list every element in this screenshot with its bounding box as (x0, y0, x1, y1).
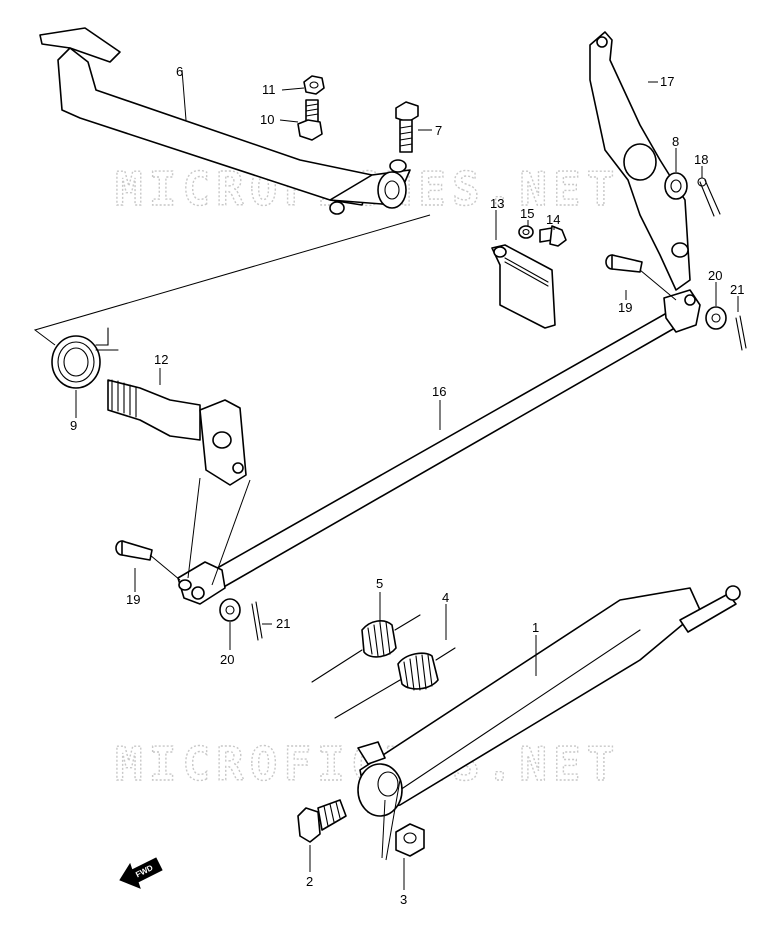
callout-12: 12 (154, 352, 168, 367)
callout-21b: 21 (276, 616, 290, 631)
forward-direction-marker: FWD (119, 857, 163, 889)
pin-part-19-upper (605, 254, 643, 273)
callout-17: 17 (660, 74, 674, 89)
callout-5: 5 (376, 576, 383, 591)
cotter-pin-part-21-upper (735, 315, 747, 351)
callout-8: 8 (672, 134, 679, 149)
callout-4: 4 (442, 590, 449, 605)
callout-2: 2 (306, 874, 313, 889)
callout-18: 18 (694, 152, 708, 167)
callout-16: 16 (432, 384, 446, 399)
spring-part-5 (311, 614, 421, 683)
return-spring-part-9 (51, 327, 119, 389)
callout-7: 7 (435, 123, 442, 138)
brake-pedal-part-6 (39, 27, 411, 215)
nut-part-11 (303, 75, 325, 95)
bolt-part-2 (297, 799, 347, 843)
assembly-lines (33, 69, 739, 890)
callout-6: 6 (176, 64, 183, 79)
callout-10: 10 (260, 112, 274, 127)
callout-20b: 20 (220, 652, 234, 667)
bolt-part-7 (395, 101, 419, 153)
callout-19b: 19 (126, 592, 140, 607)
spring-part-4 (334, 647, 456, 719)
washer-part-20-upper (705, 306, 727, 330)
bolt-part-10 (297, 99, 323, 141)
callout-labels: 6 11 10 7 17 8 18 13 15 14 20 21 19 12 1… (70, 64, 744, 907)
callout-20a: 20 (708, 268, 722, 283)
cotter-pin-part-21-lower (251, 601, 263, 641)
callout-1: 1 (532, 620, 539, 635)
callout-21a: 21 (730, 282, 744, 297)
washer-part-8 (664, 172, 688, 200)
callout-15: 15 (520, 206, 534, 221)
callout-11: 11 (262, 82, 276, 97)
washer-part-15 (518, 225, 534, 239)
pin-part-19-lower (115, 540, 153, 561)
bracket-part-13 (491, 244, 556, 329)
nut-part-3 (395, 823, 425, 857)
callout-19a: 19 (618, 300, 632, 315)
callout-13: 13 (490, 196, 504, 211)
callout-9: 9 (70, 418, 77, 433)
pedal-shaft-part-12 (107, 379, 247, 486)
cotter-pin-part-18 (697, 177, 721, 217)
connecting-rod-part-16 (177, 289, 701, 605)
lever-part-17 (589, 31, 691, 291)
side-stand-part-1 (357, 585, 741, 817)
callout-3: 3 (400, 892, 407, 907)
callout-14: 14 (546, 212, 560, 227)
arrow-icon (119, 857, 163, 889)
washer-part-20-lower (219, 598, 241, 622)
bolt-part-14 (539, 225, 567, 247)
